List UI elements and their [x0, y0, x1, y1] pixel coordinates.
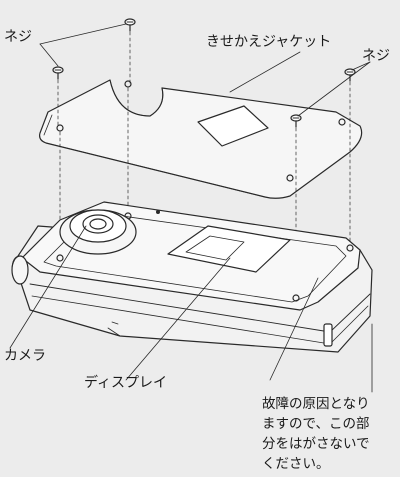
- jacket-plate: [39, 79, 363, 199]
- caution-note-line: ください。: [262, 456, 330, 472]
- screw-icon: [344, 68, 356, 82]
- screw-hole-icon: [286, 174, 294, 182]
- screw-hole-icon: [346, 244, 354, 252]
- caution-note-line: 分をはがさないで: [262, 436, 370, 452]
- screw-hole-icon: [56, 254, 64, 262]
- screw-icon: [290, 114, 302, 128]
- screw-hole-icon: [338, 118, 346, 126]
- camera-icon: [59, 209, 137, 255]
- camera-label: カメラ: [4, 348, 46, 364]
- screw-leader-lines: [39, 23, 371, 117]
- label-leader-lines: [9, 225, 373, 393]
- caution-note-line: 故障の原因となり: [262, 396, 370, 412]
- caution-note: 故障の原因となり ますので、この部 分をはがさないで ください。: [262, 394, 370, 474]
- screw-label-left: ネジ: [4, 29, 32, 45]
- jacket-label: きせかえジャケット: [206, 34, 332, 50]
- screw-icon: [124, 18, 136, 32]
- screw-hole-icon: [292, 294, 300, 302]
- screw-hole-icon: [56, 124, 64, 132]
- display-label: ディスプレイ: [84, 375, 168, 391]
- screw-hole-icon: [124, 80, 132, 88]
- caution-note-line: ますので、この部: [262, 416, 370, 432]
- screw-label-right: ネジ: [362, 48, 390, 64]
- screw-icon: [52, 66, 64, 80]
